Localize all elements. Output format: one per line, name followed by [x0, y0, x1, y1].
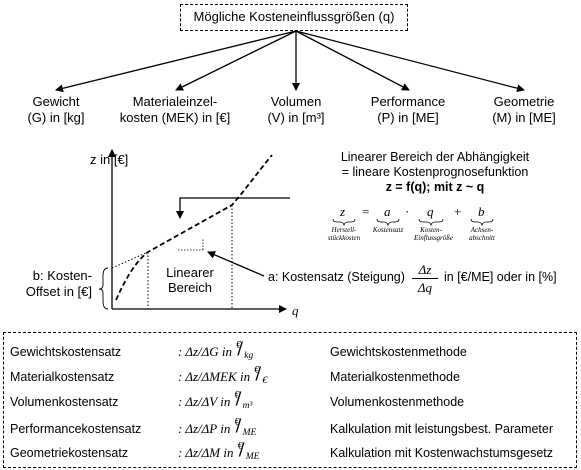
- cost-rate-table: [3, 332, 577, 468]
- unit-fraction: €/kg: [236, 339, 254, 361]
- y-axis-label: z in [€]: [90, 152, 129, 167]
- region-pointer: [176, 197, 290, 219]
- row-method: Materialkostenmethode: [330, 370, 460, 384]
- eq-sub-b: Achsen-abschnitt: [469, 226, 495, 242]
- linear-dependency-text: Linearer Bereich der Abhängigkeit = line…: [340, 150, 530, 194]
- row-formula: : Δz/ΔMEK in €/€: [178, 364, 271, 386]
- category-geometrie: Geometrie(M) in [ME]: [492, 94, 556, 125]
- row-name: Performancekostensatz: [10, 422, 142, 436]
- eq-sub-z: Herstell-stückkosten: [327, 226, 361, 242]
- eq-plus: +: [454, 204, 462, 219]
- slope-num: Δz: [418, 262, 432, 277]
- title-box: [180, 4, 408, 31]
- unit-fraction: €/m³: [234, 389, 253, 411]
- table-row: Performancekostensatz : Δz/ΔP in €/ME Ka…: [10, 416, 570, 442]
- row-formula: : Δz/ΔM in €/ME: [178, 440, 260, 462]
- slope-pointer: [207, 251, 265, 277]
- arrow-geometrie: [295, 30, 525, 93]
- table-row: Materialkostensatz : Δz/ΔMEK in €/€ Mate…: [10, 364, 570, 390]
- eq-dot: ·: [405, 204, 410, 219]
- table-row: Geometriekostensatz : Δz/ΔM in €/ME Kalk…: [10, 440, 570, 466]
- row-name: Materialkostensatz: [10, 370, 115, 384]
- eq-z: z: [340, 204, 346, 219]
- table-row: Volumenkostensatz : Δz/ΔV in €/m³ Volume…: [10, 389, 570, 415]
- diagram-title: Mögliche Kosteneinflussgrößen (q): [193, 9, 395, 24]
- x-axis-label: q: [292, 303, 299, 318]
- eq-a: a: [384, 204, 391, 219]
- offset-label-line1: b: Kosten-: [32, 268, 92, 283]
- row-formula: : Δz/ΔP in €/ME: [178, 416, 257, 438]
- eq-q: q: [427, 204, 434, 219]
- eq-b: b: [478, 204, 485, 219]
- row-name: Gewichtskostensatz: [10, 345, 122, 359]
- row-method: Kalkulation mit leistungsbest. Parameter: [330, 422, 554, 436]
- slope-units: in [€/ME] oder in [%]: [444, 270, 557, 284]
- slope-fraction: Δz Δq: [412, 262, 438, 295]
- slope-den: Δq: [417, 280, 433, 295]
- row-formula: : Δz/ΔV in €/m³: [178, 389, 253, 411]
- row-formula: : Δz/ΔG in €/kg: [178, 339, 254, 361]
- offset-brace: [98, 267, 109, 310]
- arrow-gewicht: [55, 30, 297, 93]
- unit-fraction: €/ME: [237, 440, 260, 462]
- linear-extension: [111, 251, 149, 269]
- linear-region-label: Linearer Bereich: [166, 265, 214, 295]
- unit-fraction: €/€: [254, 364, 268, 386]
- eq-sub-q: Kosten-Einflussgröße: [414, 226, 453, 242]
- row-name: Geometriekostensatz: [10, 446, 129, 460]
- row-name: Volumenkostensatz: [10, 395, 119, 409]
- row-method: Volumenkostenmethode: [330, 395, 465, 409]
- arrow-performance: [295, 30, 410, 91]
- offset-label-line2: Offset in [€]: [25, 284, 92, 299]
- arrow-material: [175, 30, 297, 91]
- row-method: Kalkulation mit Kostenwachstumsgesetz: [330, 446, 554, 460]
- eq-equals: =: [362, 204, 370, 219]
- unit-fraction: €/ME: [234, 416, 257, 438]
- offset-label: b: Kosten- Offset in [€]: [22, 268, 92, 300]
- category-performance: Performance(P) in [ME]: [370, 94, 446, 125]
- category-materialeinzelkosten: Materialeinzel-kosten (MEK) in [€]: [119, 94, 231, 125]
- category-gewicht: Gewicht(G) in [kg]: [27, 94, 85, 125]
- table-row: Gewichtskostensatz : Δz/ΔG in €/kg Gewic…: [10, 339, 570, 365]
- category-volumen: Volumen(V) in [m³]: [267, 94, 325, 125]
- row-method: Gewichtskostenmethode: [330, 345, 467, 359]
- cost-curve: [115, 154, 273, 301]
- eq-sub-a: Kostensatz: [372, 226, 404, 234]
- slope-label: a: Kostensatz (Steigung): [268, 270, 405, 284]
